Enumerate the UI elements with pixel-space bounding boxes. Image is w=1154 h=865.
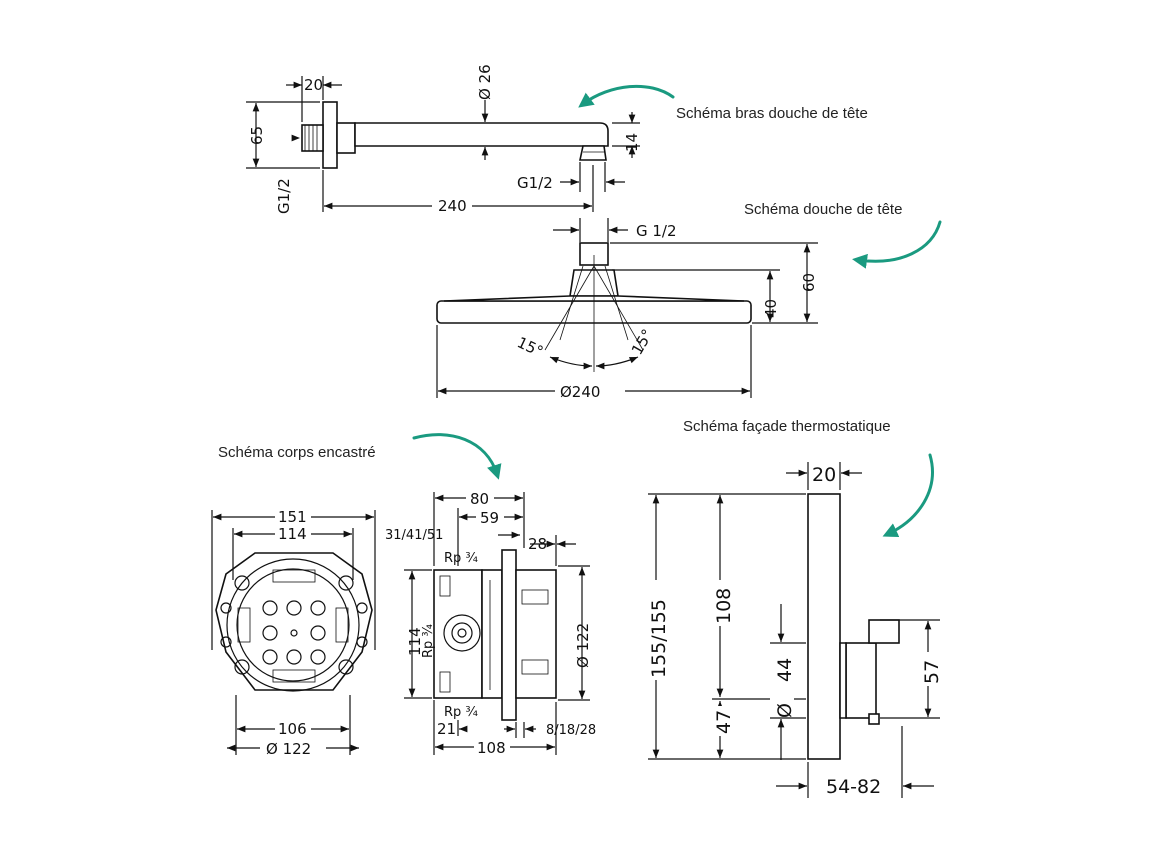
dim-arm-65: 65 [248, 126, 266, 145]
dim-arm-d26: Ø 26 [476, 64, 494, 100]
caption-head: Schéma douche de tête [744, 201, 902, 218]
dim-trim-44: 44 [774, 658, 796, 682]
label-rp-top: Rp ¾ [444, 551, 478, 566]
dim-body-d122: Ø 122 [266, 740, 311, 758]
dim-side-114: 114 [406, 627, 424, 656]
curved-arrow-icon [882, 453, 934, 537]
dim-head-15-left: 15° [514, 333, 546, 361]
curved-arrow-icon [412, 433, 502, 480]
label-rp-mid: Rp ¾ [421, 624, 436, 658]
dim-head-g12: G 1/2 [636, 222, 677, 240]
dim-arm-240: 240 [438, 197, 467, 215]
body-side-drawing: 80 59 31/41/51 28 Rp ¾ Rp ¾ Rp ¾ 114 Ø 1… [385, 489, 596, 757]
dim-trim-5482: 54-82 [826, 776, 881, 798]
dim-trim-108: 108 [713, 588, 735, 624]
dim-side-59: 59 [480, 509, 499, 527]
dim-side-81828: 8/18/28 [546, 723, 596, 738]
dim-trim-47: 47 [713, 710, 735, 734]
shower-head-drawing: 15° 15° G 1/2 40 60 Ø240 [436, 218, 818, 401]
body-front-drawing: 151 114 106 Ø 122 [211, 507, 376, 758]
dim-side-d122: Ø 122 [574, 623, 592, 668]
caption-arm: Schéma bras douche de tête [676, 105, 868, 122]
shower-arm-drawing: 20 65 G1/2 240 Ø 26 14 G1/2 [246, 64, 641, 215]
trim-drawing: 20 155/155 108 47 44 Ø 57 54-82 [646, 462, 943, 798]
dim-trim-phi: Ø [774, 703, 796, 718]
dim-body-151: 151 [278, 508, 307, 526]
dim-side-80: 80 [470, 490, 489, 508]
dim-arm-14: 14 [623, 133, 641, 152]
dim-head-60: 60 [800, 273, 818, 292]
dim-arm-20: 20 [304, 76, 323, 94]
dim-head-d240: Ø240 [560, 383, 600, 401]
dim-arm-g12-left: G1/2 [275, 178, 293, 214]
caption-body: Schéma corps encastré [218, 444, 376, 461]
dim-body-114: 114 [278, 525, 307, 543]
dim-trim-57: 57 [921, 660, 943, 684]
label-rp-bottom: Rp ¾ [444, 705, 478, 720]
curved-arrow-icon [852, 220, 942, 269]
dim-side-314151: 31/41/51 [385, 528, 443, 543]
dim-arm-g12-bottom: G1/2 [517, 174, 553, 192]
dim-head-40: 40 [762, 299, 780, 318]
caption-trim: Schéma façade thermostatique [683, 418, 891, 435]
dim-side-21: 21 [437, 720, 456, 738]
curved-arrow-icon [578, 84, 675, 108]
dim-side-28: 28 [528, 535, 547, 553]
dim-trim-20: 20 [812, 464, 836, 486]
dim-body-106: 106 [278, 720, 307, 738]
dim-trim-155: 155/155 [648, 599, 670, 678]
dim-side-108: 108 [477, 739, 506, 757]
